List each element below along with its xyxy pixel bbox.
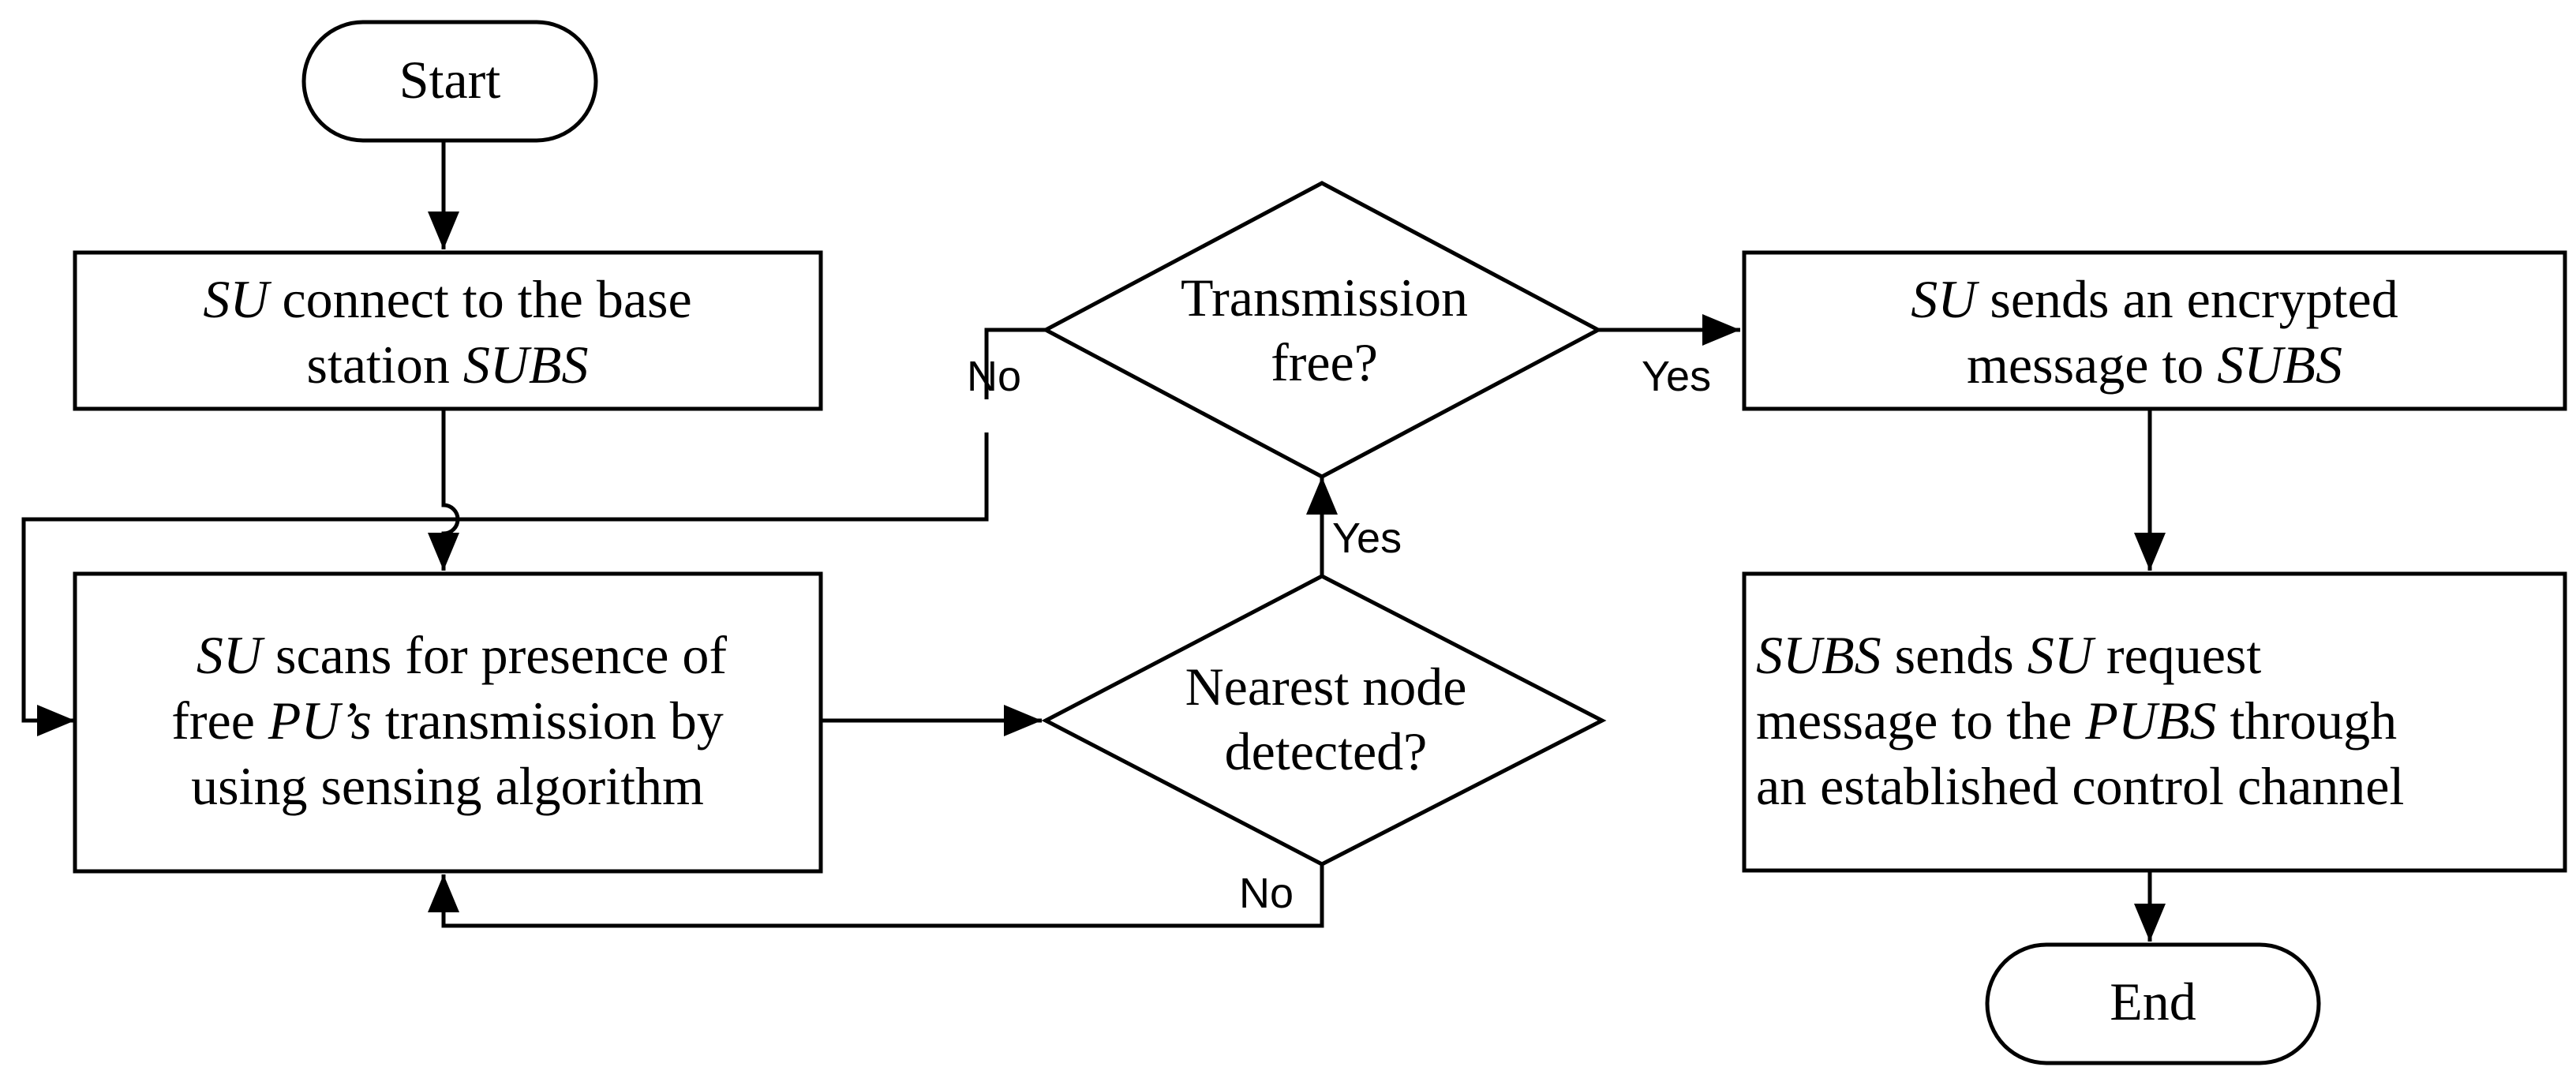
send-process-box: SU sends an encrypted message to SUBS — [1742, 250, 2567, 411]
nearest-node-decision: Nearest node detected? — [1041, 574, 1607, 867]
request-line-1: SUBS sends SU request — [1756, 625, 2261, 685]
edge-connect-to-scan — [428, 409, 460, 571]
end-terminal: End — [1985, 942, 2321, 1065]
send-line-2: message to SUBS — [1967, 335, 2342, 395]
nearest-line-1: Nearest node — [1185, 657, 1467, 717]
edge-label-nearest-no: No — [1239, 870, 1294, 917]
end-label: End — [2110, 972, 2196, 1031]
edge-transmission-no-loop — [21, 328, 1046, 721]
connect-process-box: SU connect to the base station SUBS — [73, 250, 823, 411]
edge-label-transmission-no: No — [967, 353, 1021, 400]
edge-label-transmission-yes: Yes — [1642, 353, 1711, 400]
scan-line-1: SU scans for presence of — [197, 625, 728, 685]
connect-line-2: station SUBS — [307, 335, 589, 395]
start-label: Start — [399, 50, 501, 110]
scan-line-2: free PU’s transmission by — [171, 691, 723, 751]
transmission-free-decision: Transmission free? — [1041, 181, 1603, 479]
transmission-line-2: free? — [1271, 332, 1378, 392]
transmission-line-1: Transmission — [1181, 268, 1468, 328]
request-process-box: SUBS sends SU request message to the PUB… — [1742, 571, 2567, 873]
edge-nearest-no — [428, 864, 1324, 928]
connect-line-1: SU connect to the base — [203, 269, 691, 329]
scan-line-3: using sensing algorithm — [191, 756, 704, 816]
edge-label-nearest-yes: Yes — [1332, 515, 1402, 562]
scan-process-box: SU scans for presence of free PU’s trans… — [73, 571, 823, 874]
send-line-1: SU sends an encrypted — [1911, 269, 2398, 329]
nearest-line-2: detected? — [1225, 721, 1428, 781]
request-line-3: an established control channel — [1756, 756, 2404, 816]
start-terminal: Start — [301, 20, 598, 143]
request-line-2: message to the PUBS through — [1756, 691, 2397, 751]
